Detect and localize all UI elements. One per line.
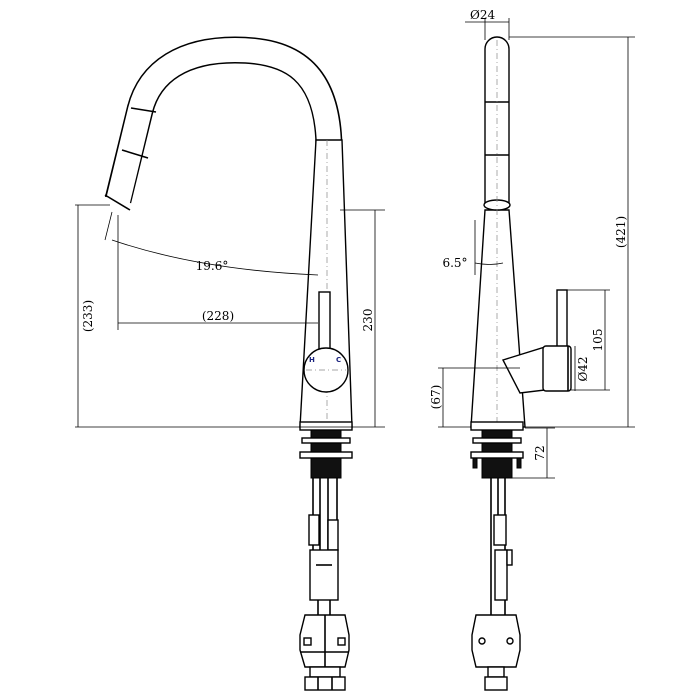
- front-lever: [318, 291, 331, 351]
- side-connector: [493, 514, 507, 546]
- dim-lever-height: 105: [591, 329, 605, 352]
- dim-body-angle: 6.5°: [442, 256, 467, 270]
- front-fitting: [309, 666, 341, 678]
- spout-joint-line: [130, 107, 157, 113]
- side-nut: [470, 451, 524, 459]
- spout-joint-line: [121, 149, 149, 159]
- side-weight-housing: [494, 549, 508, 601]
- valve-port: [337, 637, 346, 646]
- side-body: [470, 209, 526, 428]
- handle-knob: [303, 347, 349, 393]
- side-base-ring: [470, 421, 524, 431]
- valve-screw: [478, 637, 486, 645]
- front-connector: [327, 519, 339, 551]
- front-weight-housing: [309, 549, 339, 601]
- front-view: H C (233) 230 (228): [75, 36, 385, 691]
- dim-ext: [104, 211, 113, 241]
- side-valve-block: [471, 614, 521, 668]
- side-lever: [556, 289, 568, 351]
- side-clip: [506, 549, 513, 566]
- front-spout-fill: [106, 37, 341, 204]
- front-washer: [301, 437, 351, 444]
- cold-label: C: [336, 356, 341, 364]
- side-view: Ø24 (421) 6.5° 105 Ø42 (67) 72: [429, 8, 635, 691]
- front-inlet-nuts: [304, 676, 346, 691]
- side-bolt: [472, 457, 478, 469]
- side-inlet-nut: [484, 676, 508, 691]
- dim-spout-angle: 19.6°: [196, 259, 229, 273]
- dim-handle-height: (67): [429, 385, 443, 410]
- dim-total-height: (421): [614, 216, 628, 248]
- dim-reach: (228): [202, 309, 234, 323]
- dim-angle-arc: [111, 239, 319, 276]
- dim-shank-length: 72: [533, 445, 547, 460]
- front-connector: [308, 514, 320, 546]
- valve-screw: [506, 637, 514, 645]
- hot-label: H: [309, 356, 315, 364]
- valve-port: [303, 637, 312, 646]
- side-bolt: [516, 457, 522, 469]
- side-handle-cylinder: [542, 345, 572, 392]
- spray-head-end: [104, 194, 131, 211]
- side-fitting: [487, 666, 505, 678]
- front-nut: [299, 451, 353, 459]
- side-washer: [472, 437, 522, 444]
- dim-spout-diameter: Ø24: [470, 8, 495, 22]
- dim-angle-arc: [474, 262, 504, 265]
- front-base-ring: [299, 421, 353, 431]
- dim-spout-height: (233): [81, 300, 95, 332]
- dim-handle-diameter: Ø42: [576, 356, 590, 381]
- dim-body-height: 230: [361, 309, 375, 332]
